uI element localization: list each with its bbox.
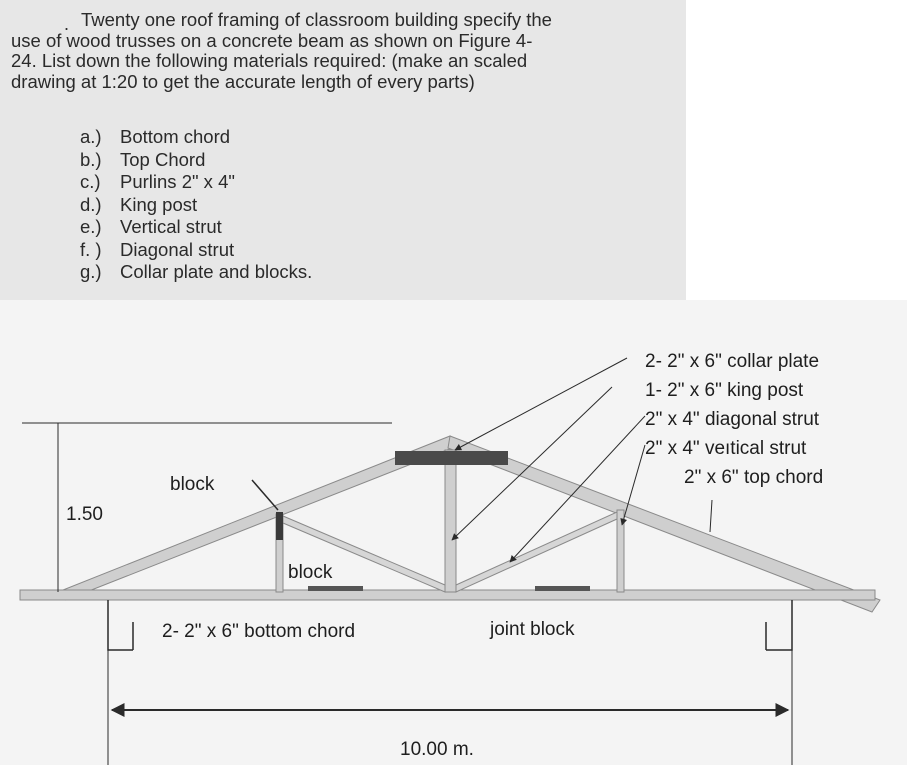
joint-block-label: joint block bbox=[489, 619, 575, 640]
leader-top-chord bbox=[709, 499, 713, 533]
list-item: f. ) Diagonal strut bbox=[80, 239, 312, 262]
item-text: Bottom chord bbox=[120, 126, 231, 147]
callout-top-chord: 2" x 6" top chord bbox=[684, 467, 823, 488]
leader-block bbox=[251, 479, 279, 511]
question-line: drawing at 1:20 to get the accurate leng… bbox=[11, 70, 475, 92]
bottom-chord-label: 2- 2" x 6" bottom chord bbox=[162, 621, 355, 642]
collar-plate bbox=[395, 451, 508, 465]
leader-vertical-strut bbox=[620, 444, 646, 526]
callout-diagonal-strut: 2" x 4" diagonal strut bbox=[645, 409, 820, 430]
list-item: c.) Purlins 2" x 4" bbox=[80, 171, 312, 194]
item-label: a.) bbox=[80, 126, 102, 147]
leader-king-post bbox=[451, 386, 613, 541]
diagonal-strut-right bbox=[455, 511, 618, 593]
item-text: Top Chord bbox=[120, 148, 206, 170]
item-text: Vertical strut bbox=[120, 216, 222, 237]
truss-figure: 1.50 10.00 m. 2- 2" x 6" collar plate 1-… bbox=[0, 300, 907, 765]
item-label: c.) bbox=[80, 171, 101, 192]
vertical-strut-right bbox=[616, 509, 625, 593]
item-text: Purlins 2" x 4" bbox=[120, 171, 235, 192]
list-item: d.) King post bbox=[80, 194, 312, 217]
question-line: use of wood trusses on a concrete beam a… bbox=[11, 29, 533, 51]
question-paragraph: Twenty one roof framing of classroom bui… bbox=[11, 9, 681, 92]
item-label: g.) bbox=[80, 261, 102, 282]
list-item: e.) Vertical strut bbox=[80, 216, 312, 239]
materials-list: a.) Bottom chord b.) Top Chord c.) Purlins … bbox=[80, 126, 312, 284]
item-label: d.) bbox=[80, 193, 102, 215]
list-item: a.) Bottom chord bbox=[80, 126, 312, 149]
item-label: e.) bbox=[80, 216, 102, 237]
height-label: 1.50 bbox=[66, 504, 103, 525]
block-left bbox=[276, 512, 283, 540]
list-item: g.) Collar plate and blocks. bbox=[80, 261, 312, 284]
item-text: King post bbox=[120, 193, 198, 215]
callout-vertical-strut: 2" x 4" veıtical strut bbox=[645, 438, 807, 459]
item-text: Diagonal strut bbox=[120, 238, 235, 260]
item-text: Collar plate and blocks. bbox=[120, 261, 313, 282]
span-label: 10.00 m. bbox=[400, 739, 474, 760]
leader-collar-plate bbox=[454, 357, 628, 451]
question-panel: . Twenty one roof framing of classroom b… bbox=[0, 0, 686, 300]
joint-block-right bbox=[535, 586, 590, 591]
block-label-center: block bbox=[288, 562, 333, 583]
top-chord-right bbox=[447, 435, 881, 613]
list-item: b.) Top Chord bbox=[80, 149, 312, 172]
bullet-dot: . bbox=[64, 14, 70, 34]
leader-diagonal-strut bbox=[509, 415, 646, 563]
question-line: 24. List down the following materials re… bbox=[11, 50, 528, 71]
item-label: f. ) bbox=[80, 238, 102, 260]
callout-collar-plate: 2- 2" x 6" collar plate bbox=[645, 351, 819, 372]
joint-block-center bbox=[308, 586, 363, 591]
callout-king-post: 1- 2" x 6" king post bbox=[645, 380, 804, 401]
item-label: b.) bbox=[80, 148, 102, 170]
block-label-left: block bbox=[170, 474, 215, 495]
king-post bbox=[444, 449, 457, 593]
question-line: Twenty one roof framing of classroom bui… bbox=[81, 9, 552, 30]
